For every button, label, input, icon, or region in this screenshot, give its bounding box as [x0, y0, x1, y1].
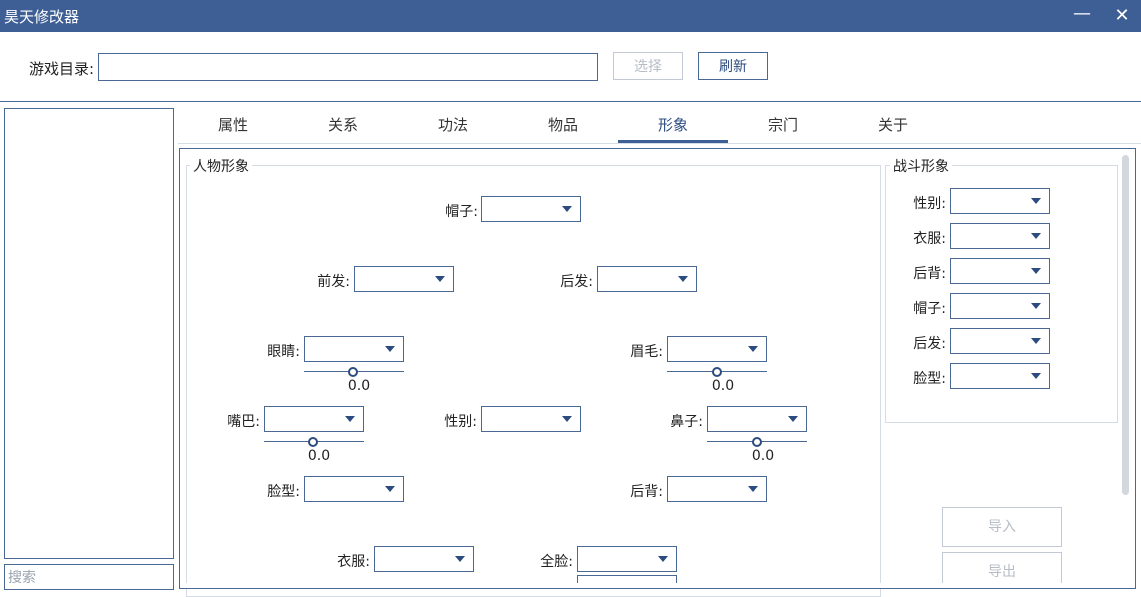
battle-hat-label: 帽子: — [913, 301, 946, 317]
search-input[interactable] — [4, 564, 174, 590]
window-title: 昊天修改器 — [4, 8, 80, 26]
nose-value: 0.0 — [751, 448, 775, 464]
active-tab-indicator — [618, 140, 728, 143]
back-hair-combo[interactable] — [597, 266, 697, 292]
chevron-down-icon — [562, 206, 572, 212]
eyebrows-slider-thumb[interactable] — [712, 367, 722, 377]
battle-clothes-label: 衣服: — [913, 231, 946, 247]
eyebrows-value: 0.0 — [711, 378, 735, 394]
close-icon[interactable]: ✕ — [1114, 5, 1130, 26]
battle-face-shape-label: 脸型: — [913, 371, 946, 387]
chevron-down-icon — [748, 486, 758, 492]
mouth-combo[interactable] — [264, 406, 364, 432]
mouth-slider-thumb[interactable] — [308, 437, 318, 447]
tab-sect[interactable]: 宗门 — [767, 116, 798, 134]
full-face-label: 全脸: — [540, 554, 573, 570]
battle-clothes-combo[interactable] — [950, 223, 1050, 249]
game-dir-label: 游戏目录: — [29, 60, 95, 78]
battle-back-hair-label: 后发: — [913, 336, 946, 352]
chevron-down-icon — [678, 276, 688, 282]
gender-combo[interactable] — [481, 406, 581, 432]
eyes-label: 眼睛: — [267, 344, 300, 360]
battle-back-label: 后背: — [913, 266, 946, 282]
battle-back-hair-combo[interactable] — [950, 328, 1050, 354]
hat-combo[interactable] — [481, 196, 581, 222]
chevron-down-icon — [435, 276, 445, 282]
import-button[interactable]: 导入 — [942, 507, 1062, 547]
eyes-slider-thumb[interactable] — [348, 367, 358, 377]
battle-look-group — [885, 165, 1118, 423]
face-shape-label: 脸型: — [267, 484, 300, 500]
chevron-down-icon — [385, 346, 395, 352]
divider — [0, 101, 1141, 102]
battle-gender-combo[interactable] — [950, 188, 1050, 214]
minimize-icon[interactable]: — — [1073, 3, 1091, 24]
eyebrows-combo[interactable] — [667, 336, 767, 362]
chevron-down-icon — [1031, 373, 1041, 379]
chevron-down-icon — [562, 416, 572, 422]
front-hair-label: 前发: — [317, 274, 350, 290]
nose-label: 鼻子: — [670, 414, 703, 430]
vertical-scrollbar[interactable] — [1122, 155, 1129, 495]
chevron-down-icon — [385, 486, 395, 492]
mouth-label: 嘴巴: — [227, 414, 260, 430]
clothes-combo[interactable] — [374, 546, 474, 572]
item-list[interactable] — [4, 108, 174, 559]
full-face-dropdown-list[interactable] — [577, 575, 677, 584]
back-hair-label: 后发: — [560, 274, 593, 290]
tab-about[interactable]: 关于 — [877, 116, 908, 134]
mouth-value: 0.0 — [307, 448, 331, 464]
search-placeholder: 搜索 — [8, 570, 36, 586]
game-dir-input[interactable] — [98, 53, 598, 81]
chevron-down-icon — [455, 556, 465, 562]
eyes-value: 0.0 — [347, 378, 371, 394]
chevron-down-icon — [1031, 303, 1041, 309]
gender-label: 性别: — [444, 414, 477, 430]
tab-skills[interactable]: 功法 — [437, 116, 468, 134]
export-button[interactable]: 导出 — [942, 552, 1062, 583]
chevron-down-icon — [1031, 198, 1041, 204]
back-combo[interactable] — [667, 476, 767, 502]
hat-label: 帽子: — [445, 204, 478, 220]
chevron-down-icon — [1031, 338, 1041, 344]
chevron-down-icon — [748, 346, 758, 352]
tab-items[interactable]: 物品 — [547, 116, 578, 134]
front-hair-combo[interactable] — [354, 266, 454, 292]
clothes-label: 衣服: — [337, 554, 370, 570]
tab-relations[interactable]: 关系 — [327, 116, 358, 134]
clip-mask — [180, 583, 1135, 588]
character-look-group — [186, 165, 881, 597]
character-look-title: 人物形象 — [190, 156, 252, 176]
content-bottom-border — [179, 588, 1136, 589]
eyes-combo[interactable] — [304, 336, 404, 362]
title-bar — [0, 0, 1141, 32]
chevron-down-icon — [658, 556, 668, 562]
nose-combo[interactable] — [707, 406, 807, 432]
nose-slider-thumb[interactable] — [752, 437, 762, 447]
battle-face-shape-combo[interactable] — [950, 363, 1050, 389]
chevron-down-icon — [345, 416, 355, 422]
tab-attributes[interactable]: 属性 — [217, 116, 248, 134]
refresh-button[interactable]: 刷新 — [698, 52, 768, 80]
battle-look-title: 战斗形象 — [890, 156, 952, 176]
tab-appearance[interactable]: 形象 — [657, 116, 688, 134]
select-button[interactable]: 选择 — [613, 52, 683, 80]
battle-hat-combo[interactable] — [950, 293, 1050, 319]
face-shape-combo[interactable] — [304, 476, 404, 502]
tab-divider — [178, 143, 1141, 144]
battle-gender-label: 性别: — [913, 196, 946, 212]
full-face-combo[interactable] — [577, 546, 677, 572]
eyebrows-label: 眉毛: — [630, 344, 663, 360]
battle-back-combo[interactable] — [950, 258, 1050, 284]
chevron-down-icon — [1031, 268, 1041, 274]
chevron-down-icon — [788, 416, 798, 422]
chevron-down-icon — [1031, 233, 1041, 239]
back-label: 后背: — [630, 484, 663, 500]
